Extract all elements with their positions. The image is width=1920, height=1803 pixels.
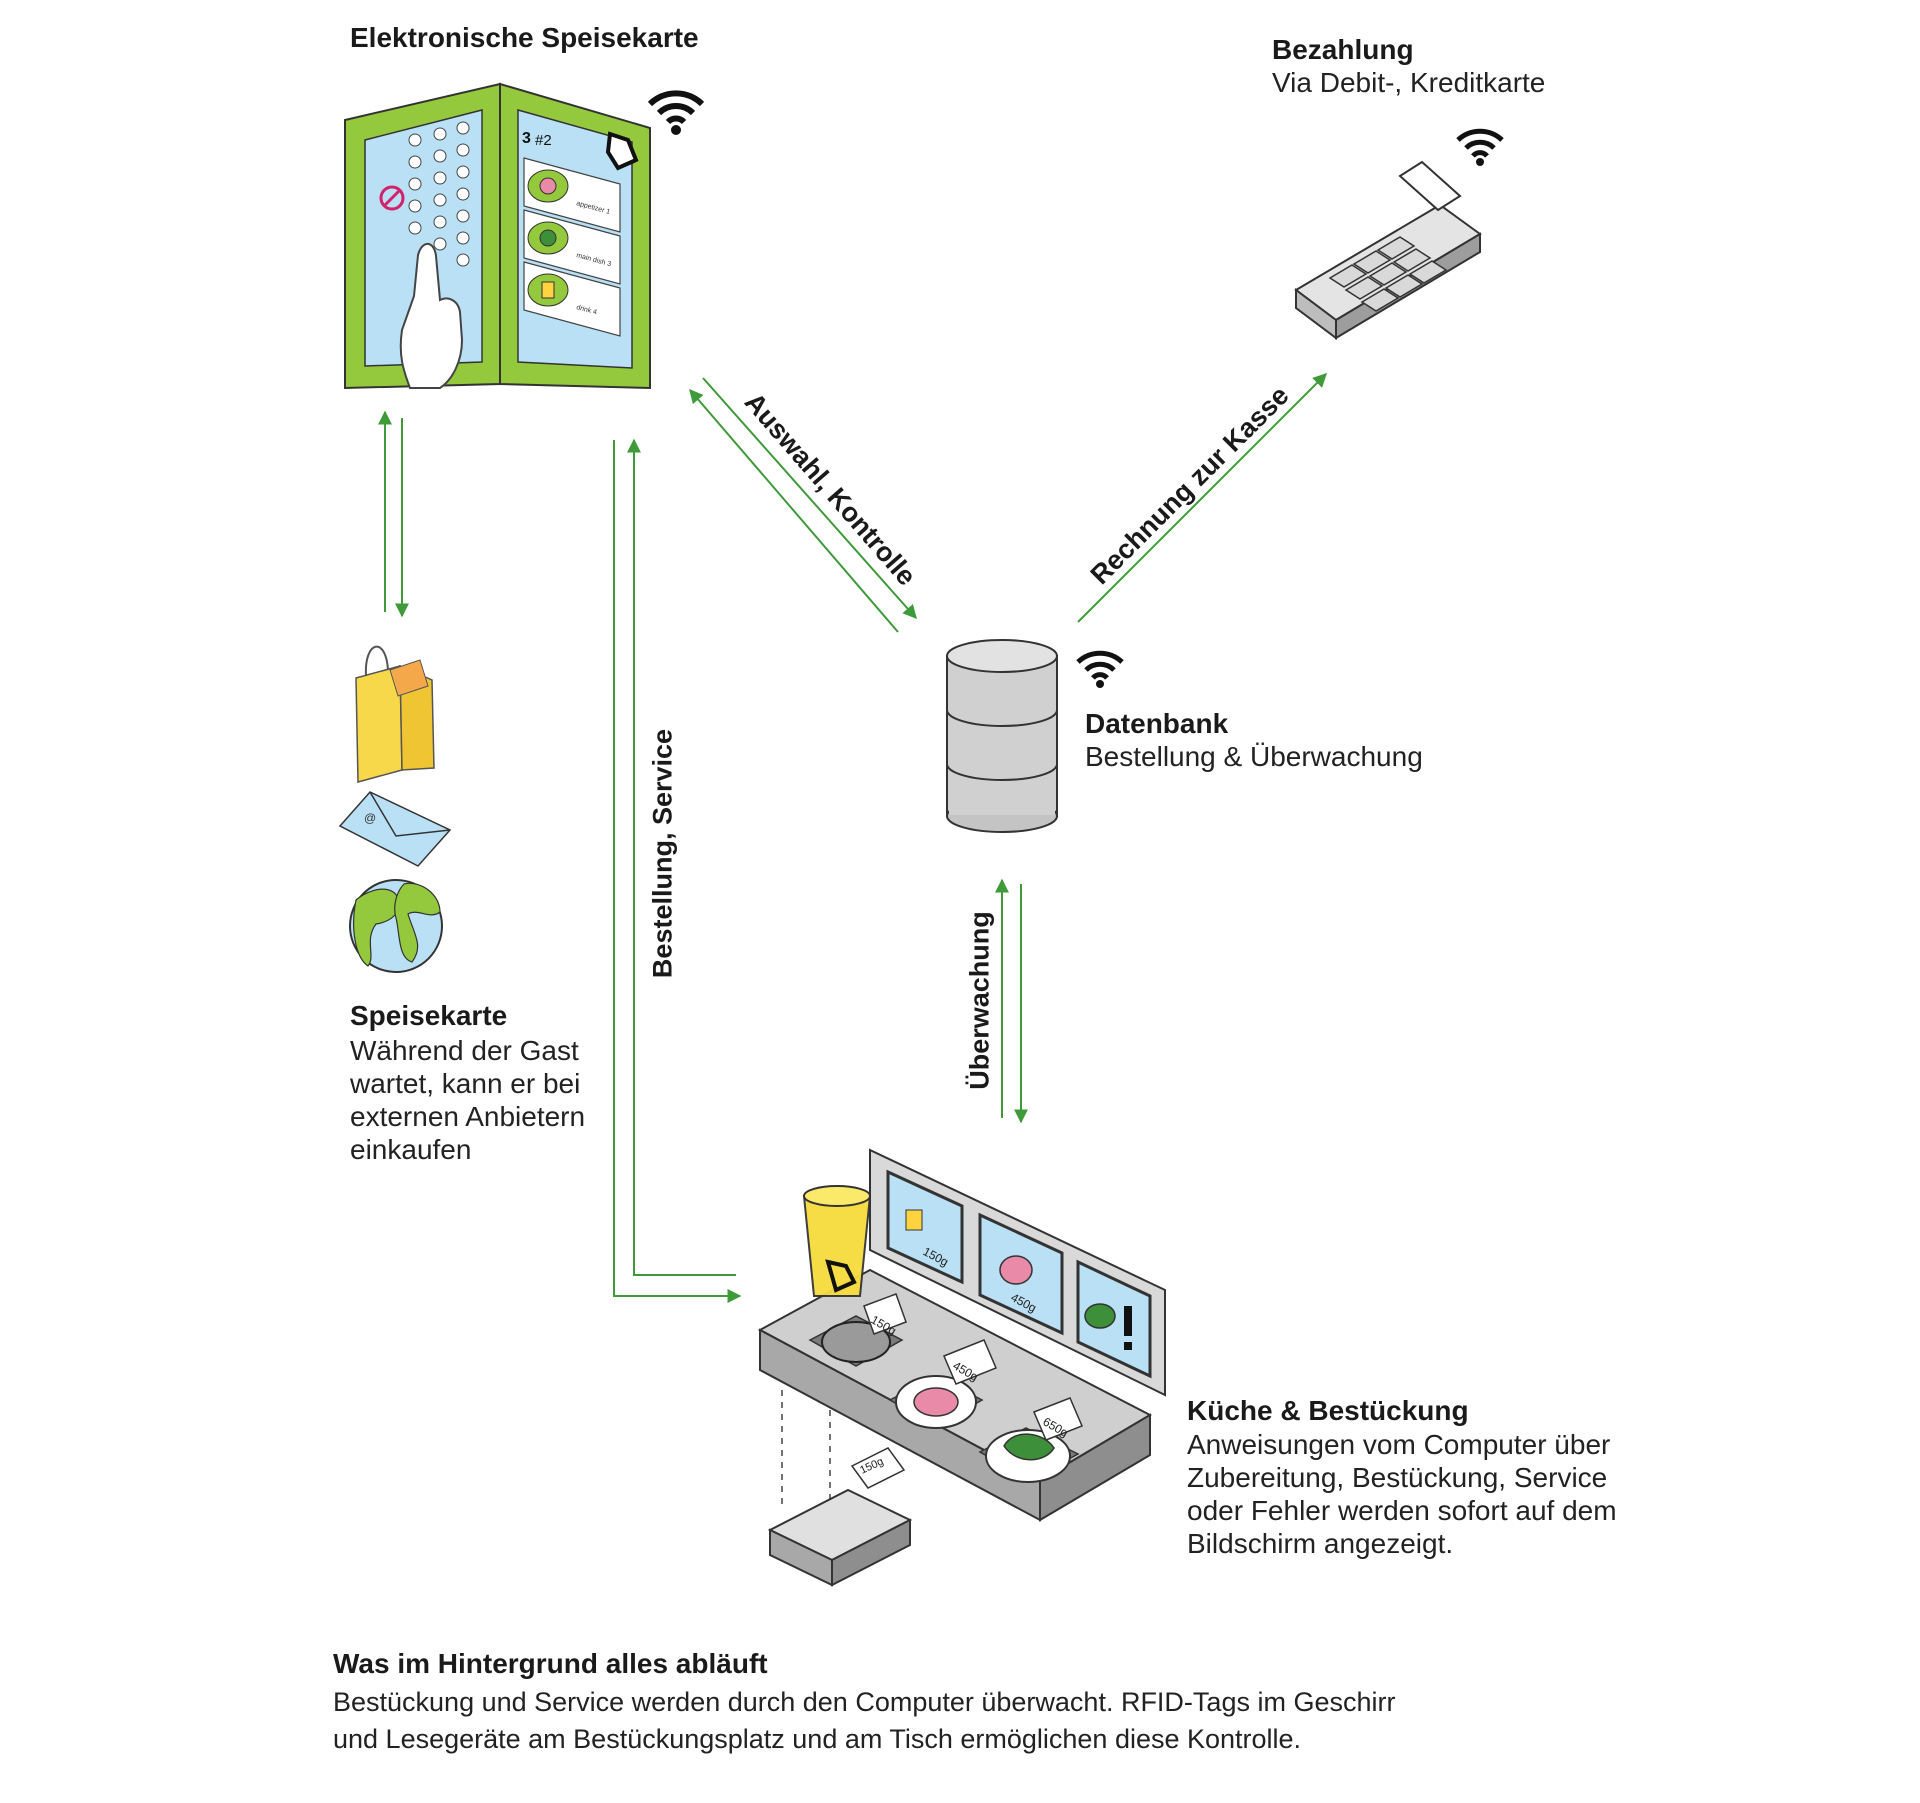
database-cylinder-icon <box>946 639 1058 833</box>
wifi-icon <box>1076 650 1124 688</box>
shopping-bag-icon <box>355 645 435 783</box>
speisekarte-title: Speisekarte <box>350 1000 508 1031</box>
kitchen-line-2: Zubereitung, Bestückung, Service <box>1187 1462 1608 1493</box>
device-table-label: 3 <box>522 130 531 147</box>
svg-text:@: @ <box>364 811 376 825</box>
footer-title: Was im Hintergrund alles abläuft <box>333 1648 768 1679</box>
speisekarte-line-3: externen Anbietern <box>350 1101 586 1132</box>
arrow-order-service-up <box>627 438 736 1276</box>
database-subtitle: Bestellung & Überwachung <box>1085 741 1423 772</box>
card-terminal-icon <box>1294 160 1482 340</box>
arrow-db-to-select <box>689 388 899 633</box>
wifi-icon <box>1456 128 1504 166</box>
arrow-order-service-down <box>613 440 742 1303</box>
footer-line-2: und Lesegeräte am Bestückungsplatz und a… <box>333 1724 1302 1754</box>
arrows <box>378 373 1327 1303</box>
scale-icon: 150g <box>767 1447 913 1587</box>
speisekarte-line-2: wartet, kann er bei <box>350 1068 581 1099</box>
rfid-tag-icon <box>605 131 639 171</box>
kitchen-line-3: oder Fehler werden sofort auf dem <box>1187 1495 1617 1526</box>
electronic-menu-device: 3 #2 appetizer 1 main dish 3 drink 4 <box>344 82 651 390</box>
kitchen-title: Küche & Bestückung <box>1187 1395 1469 1426</box>
edge-label-bestellung: Bestellung, Service <box>647 728 678 979</box>
email-envelope-icon: @ <box>338 791 452 867</box>
edge-label-ueberwachung: Überwachung <box>964 911 995 1090</box>
globe-icon <box>349 879 443 973</box>
kitchen-line-1: Anweisungen vom Computer über <box>1187 1429 1611 1460</box>
arrow-invoice <box>1077 373 1327 623</box>
menu-device-title: Elektronische Speisekarte <box>350 22 699 53</box>
kitchen-station: 150g 450g 650g 150g 450g <box>757 1148 1166 1530</box>
device-seat-label: #2 <box>535 132 552 149</box>
payment-title: Bezahlung <box>1272 34 1414 65</box>
database-title: Datenbank <box>1085 708 1229 739</box>
speisekarte-line-4: einkaufen <box>350 1134 472 1165</box>
speisekarte-line-1: Während der Gast <box>350 1035 579 1066</box>
arrow-select-to-db <box>702 377 917 620</box>
warning-exclamation-icon <box>1124 1306 1132 1350</box>
payment-subtitle: Via Debit-, Kreditkarte <box>1272 67 1546 98</box>
wifi-icon <box>647 90 705 135</box>
kitchen-line-4: Bildschirm angezeigt. <box>1187 1528 1454 1559</box>
footer-line-1: Bestückung und Service werden durch den … <box>333 1687 1396 1717</box>
